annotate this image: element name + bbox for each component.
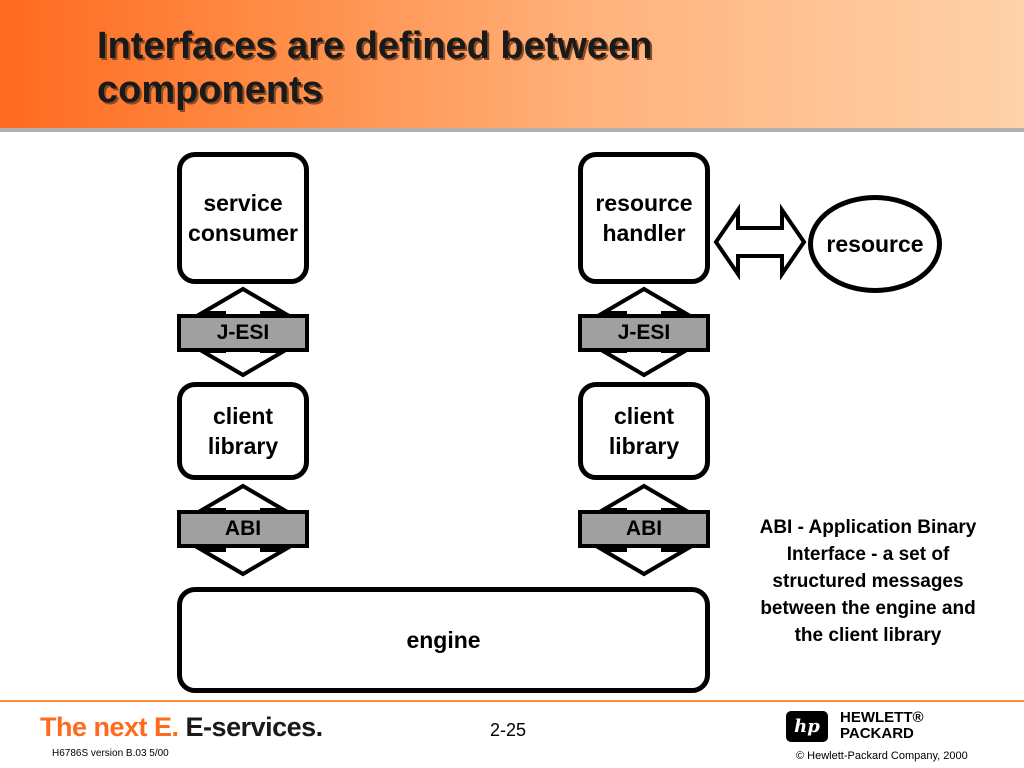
- client-library-left-box: client library: [177, 382, 309, 480]
- resource-node: resource: [808, 195, 942, 293]
- hp-logo-icon: hp: [786, 711, 828, 742]
- jesi-left-interface: J-ESI: [177, 314, 309, 352]
- tagline-logo: The next E. E-services.: [40, 712, 323, 743]
- client-library-right-box: client library: [578, 382, 710, 480]
- slide-title-line-1: Interfaces are defined between: [97, 25, 653, 67]
- service-consumer-box: service consumer: [177, 152, 309, 284]
- slide-title-line-2: components: [97, 69, 323, 111]
- company-name: HEWLETT® PACKARD: [840, 709, 924, 742]
- engine-box: engine: [177, 587, 710, 693]
- footer-divider: [0, 700, 1024, 702]
- hp-logo-mark: hp: [794, 716, 820, 737]
- resource-handler-box: resource handler: [578, 152, 710, 284]
- abi-left-interface: ABI: [177, 510, 309, 548]
- tagline-part-1: The next E.: [40, 712, 179, 742]
- client-library-right-label: client library: [608, 403, 680, 459]
- client-library-left-label: client library: [207, 403, 279, 459]
- service-consumer-label: service consumer: [188, 190, 298, 246]
- tagline-part-2: E-services.: [185, 712, 324, 742]
- resource-handler-label: resource handler: [595, 190, 693, 246]
- copyright-text: © Hewlett-Packard Company, 2000: [796, 750, 968, 762]
- engine-label: engine: [406, 627, 481, 653]
- version-text: H6786S version B.03 5/00: [52, 748, 169, 759]
- abi-definition-note: ABI - Application Binary Interface - a s…: [759, 517, 977, 646]
- jesi-left-label: J-ESI: [216, 321, 270, 344]
- abi-right-label: ABI: [625, 517, 663, 540]
- jesi-right-label: J-ESI: [617, 321, 671, 344]
- handler-resource-double-arrow: [713, 203, 807, 281]
- abi-right-interface: ABI: [578, 510, 710, 548]
- title-divider: [0, 128, 1024, 132]
- resource-label: resource: [826, 230, 924, 257]
- slide-title: Interfaces are defined between component…: [97, 24, 977, 112]
- jesi-right-interface: J-ESI: [578, 314, 710, 352]
- abi-left-label: ABI: [224, 517, 262, 540]
- title-banner: [0, 0, 1024, 128]
- page-number: 2-25: [490, 720, 527, 740]
